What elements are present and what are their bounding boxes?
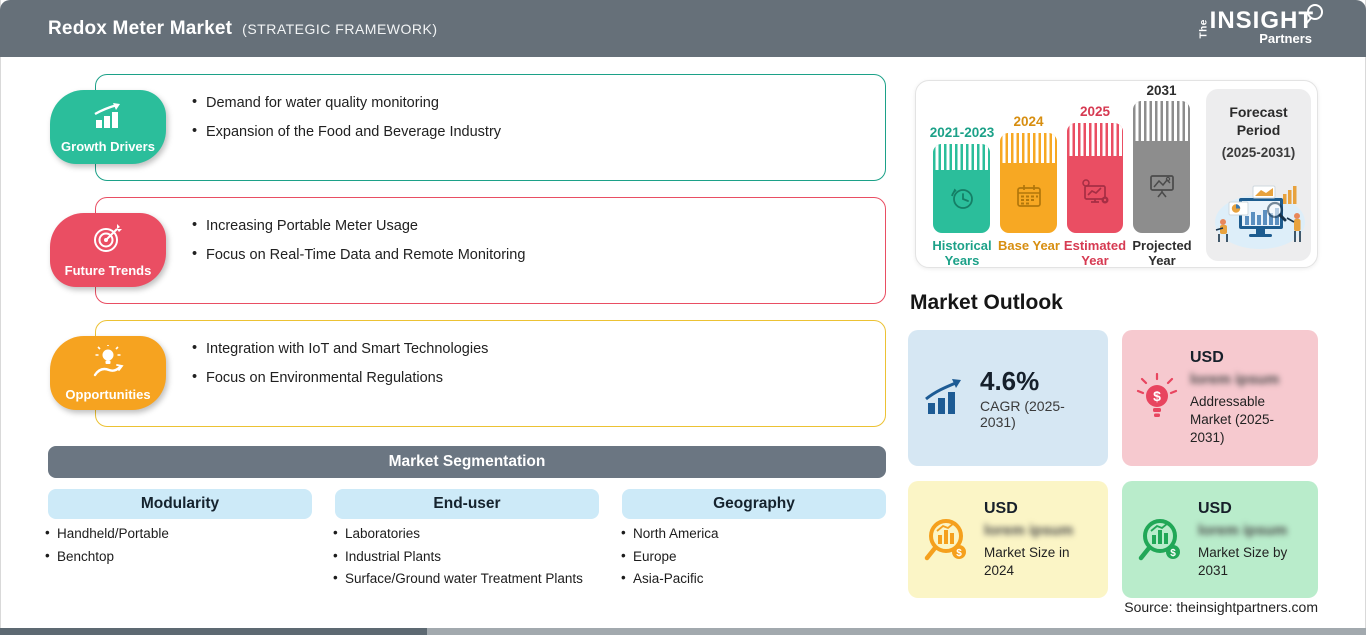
analytics-illustration <box>1211 180 1307 257</box>
bar-caption: Historical Years <box>932 238 992 268</box>
insight-partners-logo: The INSIGHT Partners <box>1198 4 1323 46</box>
page-title: Redox Meter Market <box>48 17 233 39</box>
list-item: Focus on Environmental Regulations <box>192 369 875 386</box>
growth-drivers-list: Demand for water quality monitoring Expa… <box>96 75 885 140</box>
opportunities-badge: Opportunities <box>50 336 166 410</box>
list-item: Handheld/Portable <box>45 525 169 541</box>
opportunities-list: Integration with IoT and Smart Technolog… <box>96 321 885 386</box>
segment-header-geography: Geography <box>622 489 886 519</box>
addressable-market-card: $ USD lorem ipsum Addressable Market (20… <box>1122 330 1318 466</box>
cagr-growth-icon <box>922 377 968 419</box>
card-label: Market Size in 2024 <box>984 544 1070 578</box>
forecast-analytics-icon <box>1079 177 1111 212</box>
bulb-dollar-icon: $ <box>1136 373 1178 423</box>
magnifier-chart-orange-icon: $ <box>922 514 972 566</box>
header-bar: Redox Meter Market (STRATEGIC FRAMEWORK)… <box>0 0 1366 57</box>
list-item: Benchtop <box>45 548 169 564</box>
card-label: Market Size by 2031 <box>1198 544 1288 578</box>
bar-caption: Estimated Year <box>1063 238 1127 268</box>
market-outlook-title: Market Outlook <box>910 291 1063 314</box>
list-item: Asia-Pacific <box>621 570 719 586</box>
magnifier-ring-icon <box>1302 2 1328 33</box>
calendar-icon <box>1014 181 1044 216</box>
currency-label: USD <box>984 499 1018 517</box>
cagr-label: CAGR (2025-2031) <box>980 397 1065 430</box>
list-item: Increasing Portable Meter Usage <box>192 217 875 234</box>
future-trends-box: Increasing Portable Meter Usage Focus on… <box>95 197 886 304</box>
base-year-bar <box>1000 133 1057 233</box>
list-item: Expansion of the Food and Beverage Indus… <box>192 123 875 140</box>
projected-year-bar <box>1133 101 1190 233</box>
list-item: Europe <box>621 548 719 564</box>
redacted-value: lorem ipsum <box>1190 371 1280 388</box>
segment-header-end-user: End-user <box>335 489 599 519</box>
future-trends-badge: Future Trends <box>50 213 166 287</box>
logo-partners-text: Partners <box>1259 31 1312 46</box>
cagr-value: 4.6% <box>980 365 1040 396</box>
year-label: 2021-2023 <box>929 125 995 140</box>
market-size-2031-card: $ USD lorem ipsum Market Size by 2031 <box>1122 481 1318 598</box>
currency-label: USD <box>1198 499 1232 517</box>
list-item: Integration with IoT and Smart Technolog… <box>192 340 875 357</box>
logo-the-text: The <box>1198 19 1210 39</box>
future-trends-list: Increasing Portable Meter Usage Focus on… <box>96 198 885 263</box>
card-label: Addressable Market (2025-2031) <box>1190 394 1275 445</box>
svg-text:$: $ <box>1153 388 1161 404</box>
list-item: Surface/Ground water Treatment Plants <box>333 570 583 586</box>
list-item: Laboratories <box>333 525 583 541</box>
badge-label: Opportunities <box>65 386 151 402</box>
bottom-strip-left <box>0 628 427 635</box>
growth-drivers-badge: Growth Drivers <box>50 90 166 164</box>
end-user-list: Laboratories Industrial Plants Surface/G… <box>333 525 583 594</box>
badge-label: Growth Drivers <box>61 138 155 154</box>
historical-years-bar <box>933 144 990 233</box>
estimated-year-bar <box>1067 123 1123 233</box>
segment-header-modularity: Modularity <box>48 489 312 519</box>
segmentation-title: Market Segmentation <box>388 453 546 470</box>
list-item: Focus on Real-Time Data and Remote Monit… <box>192 246 875 263</box>
bottom-strip <box>0 628 1366 635</box>
opportunities-box: Integration with IoT and Smart Technolog… <box>95 320 886 427</box>
list-item: North America <box>621 525 719 541</box>
svg-text:$: $ <box>956 548 962 559</box>
modularity-list: Handheld/Portable Benchtop <box>45 525 169 571</box>
forecast-range: (2025-2031) <box>1221 145 1296 160</box>
forecast-period-panel: Forecast Period (2025-2031) <box>1206 89 1311 261</box>
market-size-2024-card: $ USD lorem ipsum Market Size in 2024 <box>908 481 1108 598</box>
geography-list: North America Europe Asia-Pacific <box>621 525 719 594</box>
list-item: Industrial Plants <box>333 548 583 564</box>
currency-label: USD <box>1190 349 1224 366</box>
market-segmentation-bar: Market Segmentation <box>48 446 886 478</box>
forecast-title: Forecast Period <box>1229 104 1288 138</box>
redacted-value: lorem ipsum <box>984 521 1074 539</box>
growth-chart-icon <box>88 101 128 136</box>
cagr-card: 4.6% CAGR (2025-2031) <box>908 330 1108 466</box>
bulb-hand-icon <box>89 342 127 384</box>
year-label: 2031 <box>1146 83 1177 98</box>
presentation-board-icon <box>1146 170 1178 205</box>
bar-caption: Base Year <box>998 238 1060 253</box>
logo-insight-text: INSIGHT <box>1209 7 1314 34</box>
magnifier-chart-green-icon: $ <box>1136 514 1186 566</box>
list-item: Demand for water quality monitoring <box>192 94 875 111</box>
growth-drivers-box: Demand for water quality monitoring Expa… <box>95 74 886 181</box>
redacted-value: lorem ipsum <box>1198 521 1288 539</box>
svg-text:$: $ <box>1170 548 1176 559</box>
source-attribution: Source: theinsightpartners.com <box>1124 599 1318 615</box>
timeline-card: 2021-2023 2024 2025 2031 <box>915 80 1318 268</box>
target-icon <box>90 223 126 260</box>
badge-label: Future Trends <box>64 262 152 278</box>
year-label: 2024 <box>1013 114 1044 129</box>
year-label: 2025 <box>1079 104 1111 119</box>
bar-caption: Projected Year <box>1132 238 1192 268</box>
clock-history-icon <box>947 184 977 219</box>
page-subtitle: (STRATEGIC FRAMEWORK) <box>242 20 438 37</box>
